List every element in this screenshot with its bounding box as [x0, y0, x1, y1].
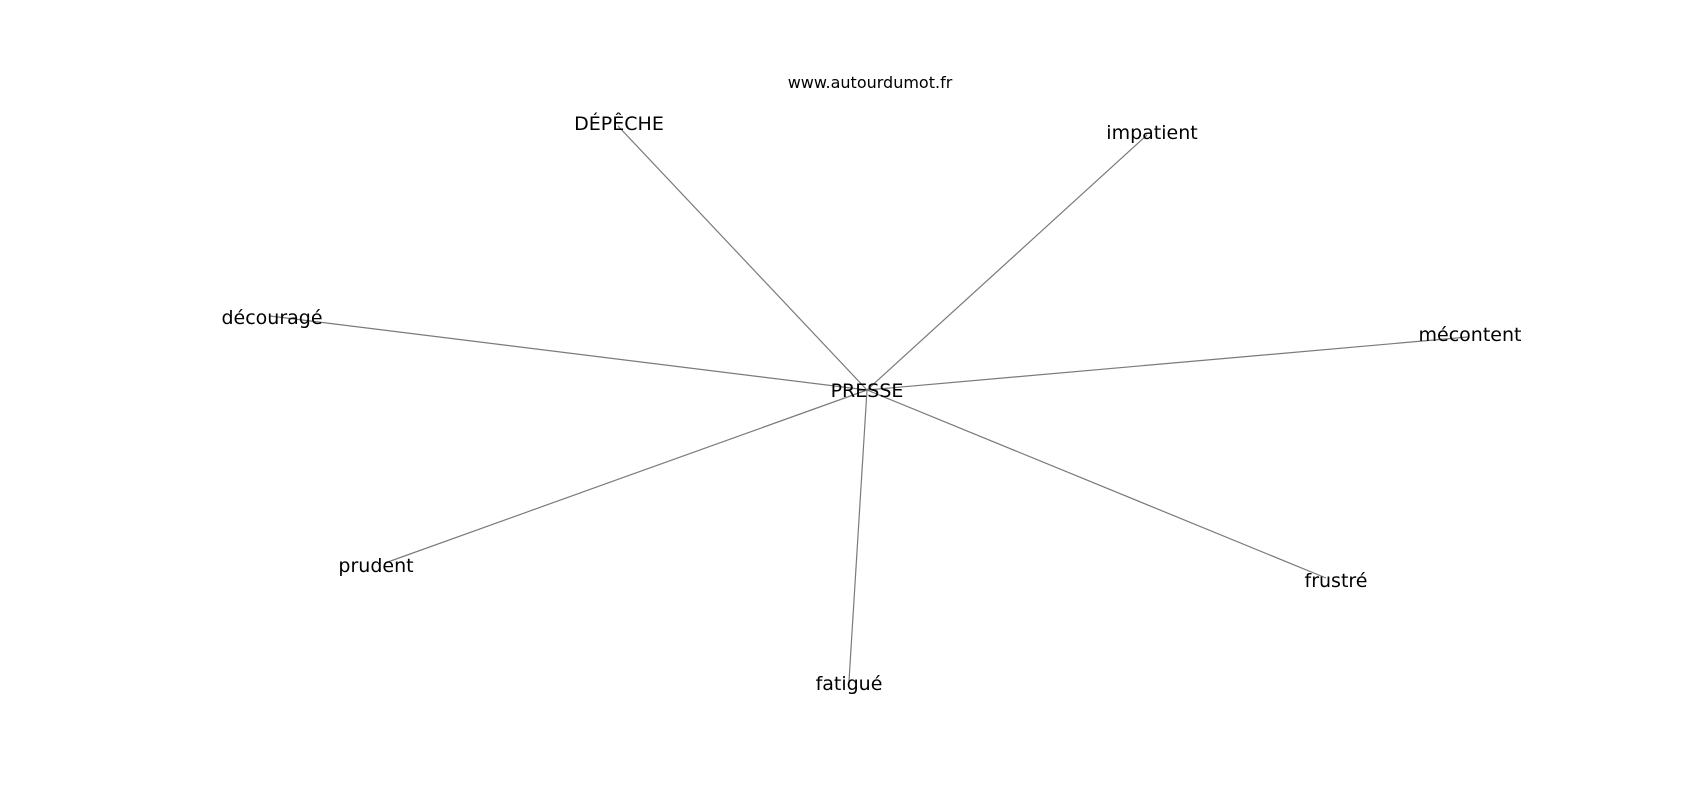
- edge-impatient: [866, 134, 1148, 391]
- edge-mecontent: [866, 336, 1469, 391]
- edge-fatigue: [848, 389, 868, 682]
- node-frustre: frustré: [1305, 570, 1368, 592]
- node-fatigue: fatigué: [816, 673, 883, 695]
- edge-decourage: [269, 315, 868, 391]
- node-center-presse: PRESSE: [831, 380, 904, 402]
- node-prudent: prudent: [338, 555, 413, 577]
- edge-prudent: [384, 389, 868, 564]
- edges: [269, 125, 1469, 682]
- edge-frustre: [866, 389, 1327, 579]
- watermark-text: www.autourdumot.fr: [788, 73, 953, 92]
- edge-depeche: [617, 125, 868, 391]
- node-depeche: DÉPÊCHE: [574, 112, 664, 135]
- node-decourage: découragé: [221, 307, 322, 329]
- node-impatient: impatient: [1106, 122, 1197, 144]
- node-labels: PRESSE DÉPÊCHE impatient découragé mécon…: [221, 112, 1521, 695]
- node-mecontent: mécontent: [1419, 324, 1522, 346]
